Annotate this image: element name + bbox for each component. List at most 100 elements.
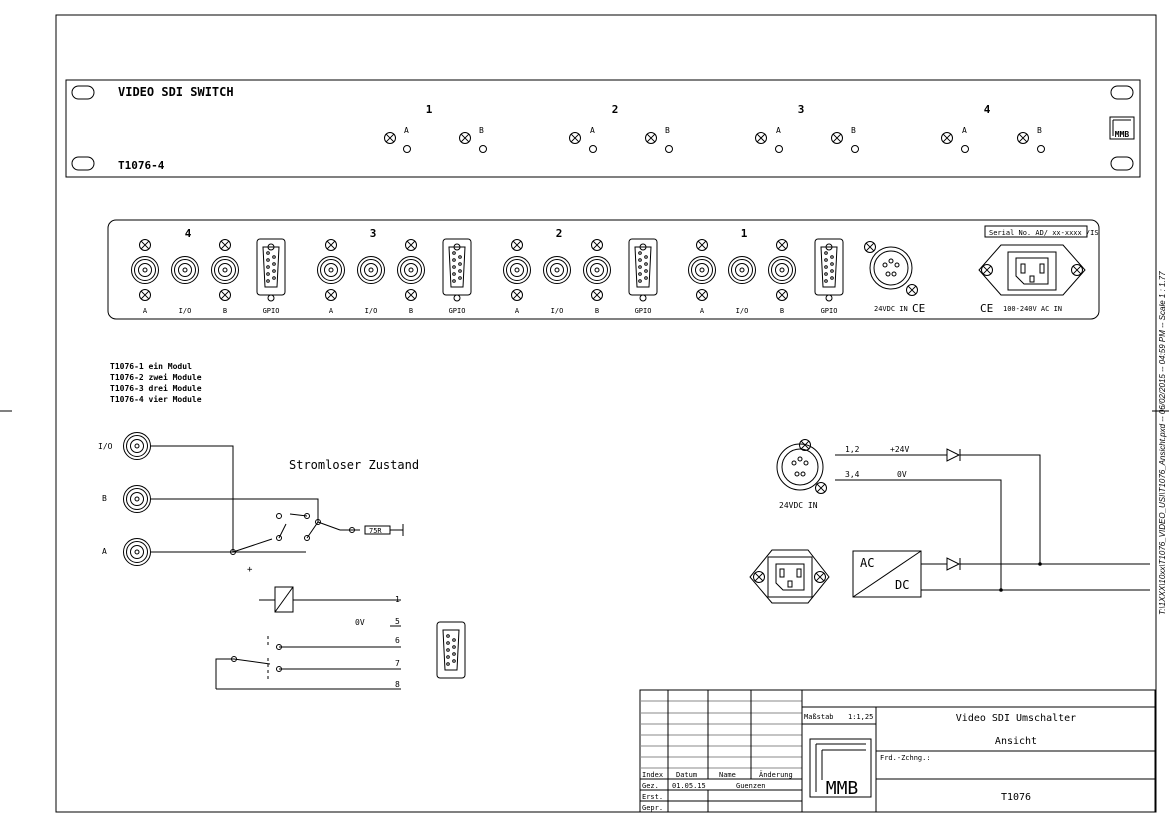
led-label-b: B: [479, 126, 484, 135]
channel-number: 2: [612, 103, 619, 116]
svg-text:B: B: [595, 307, 599, 315]
bnc-io: [171, 256, 199, 284]
svg-text:75R: 75R: [369, 527, 382, 535]
svg-text:Gez.: Gez.: [642, 782, 659, 790]
serial-number: Serial No. AD/ xx-xxxx /IS: [989, 229, 1099, 237]
svg-text:A: A: [515, 307, 520, 315]
rear-module-3: 3 A I/O B GPIO: [317, 227, 472, 315]
svg-text:I/O: I/O: [551, 307, 564, 315]
svg-text:+24V: +24V: [890, 445, 909, 454]
svg-text:B: B: [409, 307, 413, 315]
svg-text:A: A: [102, 547, 107, 556]
power-schematic: 24VDC IN 1,2 +24V 3,4 0V AC DC: [749, 439, 1150, 604]
switch-schematic: I/O B A Stromloser Zustand 75R + 0V 1 5 …: [98, 432, 466, 690]
file-path: T:\1XXX\10xx\T1076_VIDEO_USI\T1076_Ansic…: [1158, 271, 1167, 615]
svg-text:B: B: [102, 494, 107, 503]
svg-text:I/O: I/O: [736, 307, 749, 315]
svg-text:1,2: 1,2: [845, 445, 860, 454]
front-model: T1076-4: [118, 159, 165, 172]
svg-text:Erst.: Erst.: [642, 793, 663, 801]
svg-text:Frd.-Zchng.:: Frd.-Zchng.:: [880, 754, 931, 762]
led-label-a: A: [776, 126, 781, 135]
acdc-converter: AC DC: [852, 550, 922, 598]
svg-text:3,4: 3,4: [845, 470, 860, 479]
rear-module-4: 4 A I/O B GPIO: [131, 227, 286, 315]
svg-text:Name: Name: [719, 771, 736, 779]
svg-text:MMB: MMB: [826, 778, 859, 799]
svg-text:GPIO: GPIO: [449, 307, 466, 315]
svg-text:GPIO: GPIO: [821, 307, 838, 315]
svg-text:Index: Index: [642, 771, 663, 779]
drawing-number: T1076: [1001, 792, 1031, 803]
svg-text:A: A: [329, 307, 334, 315]
svg-text:CE: CE: [980, 302, 993, 315]
company-logo: MMB: [809, 738, 872, 799]
front-title: VIDEO SDI SWITCH: [118, 85, 234, 99]
front-channel-1: 1 A B: [384, 103, 487, 153]
front-channel-4: 4 A B: [941, 103, 1045, 153]
led-label-a: A: [962, 126, 967, 135]
svg-text:AC: AC: [860, 556, 874, 570]
svg-text:1: 1: [395, 595, 400, 604]
svg-text:T1076-4 vier Module: T1076-4 vier Module: [110, 394, 202, 404]
channel-number: 3: [798, 103, 805, 116]
svg-text:B: B: [780, 307, 784, 315]
drawing-border: [55, 14, 1157, 813]
svg-text:0V: 0V: [355, 618, 365, 627]
state-label: Stromloser Zustand: [289, 458, 419, 472]
svg-text:5: 5: [395, 617, 400, 626]
led-label-a: A: [404, 126, 409, 135]
svg-text:I/O: I/O: [179, 307, 192, 315]
svg-text:Gepr.: Gepr.: [642, 804, 663, 812]
module-number: 1: [741, 227, 748, 240]
rear-dc-input: 24VDC IN CE: [864, 241, 925, 315]
svg-text:GPIO: GPIO: [263, 307, 280, 315]
led-label-b: B: [665, 126, 670, 135]
svg-text:Guenzen: Guenzen: [736, 782, 766, 790]
module-number: 3: [370, 227, 377, 240]
svg-text:8: 8: [395, 680, 400, 689]
module-number: 2: [556, 227, 563, 240]
led-label-b: B: [1037, 126, 1042, 135]
svg-text:1:1,25: 1:1,25: [848, 713, 873, 721]
svg-text:01.05.15: 01.05.15: [672, 782, 706, 790]
rear-panel: 4 A I/O B GPIO 3 A I/O B GPIO: [107, 219, 1100, 320]
svg-text:T1076-3 drei Module: T1076-3 drei Module: [110, 383, 202, 393]
module-number: 4: [185, 227, 192, 240]
svg-text:6: 6: [395, 636, 400, 645]
bnc-b: [211, 256, 239, 284]
svg-text:DC: DC: [895, 578, 909, 592]
svg-text:I/O: I/O: [98, 442, 113, 451]
channel-number: 1: [426, 103, 433, 116]
drawing-subtitle: Ansicht: [995, 736, 1037, 747]
drawing-title: Video SDI Umschalter: [956, 713, 1076, 724]
rear-module-2: 2 A I/O B GPIO: [503, 227, 658, 315]
serial-plate: [984, 225, 1088, 238]
svg-text:GPIO: GPIO: [635, 307, 652, 315]
front-logo: MMB: [1109, 116, 1135, 140]
ac-inlet: [749, 549, 830, 604]
variants-list: T1076-1 ein Modul T1076-2 zwei Module T1…: [110, 361, 202, 404]
rear-module-1: 1 A I/O B GPIO: [688, 227, 844, 315]
svg-text:A: A: [143, 307, 148, 315]
front-panel: VIDEO SDI SWITCH T1076-4 1 A B 2 A B 3 A…: [65, 79, 1141, 178]
svg-text:7: 7: [395, 659, 400, 668]
svg-text:24VDC IN: 24VDC IN: [779, 501, 818, 510]
led-label-b: B: [851, 126, 856, 135]
svg-text:I/O: I/O: [365, 307, 378, 315]
bnc-a: [131, 256, 159, 284]
svg-text:Änderung: Änderung: [759, 770, 793, 779]
front-channel-2: 2 A B: [569, 103, 673, 153]
svg-text:Maßstab: Maßstab: [804, 713, 834, 721]
svg-text:0V: 0V: [897, 470, 907, 479]
front-channel-3: 3 A B: [755, 103, 859, 153]
svg-text:B: B: [223, 307, 227, 315]
led-label-a: A: [590, 126, 595, 135]
title-block: Index Datum Name Änderung Gez. 01.05.15 …: [639, 689, 1156, 813]
svg-text:CE: CE: [912, 302, 925, 315]
svg-text:+: +: [247, 565, 253, 575]
svg-text:T1076-2 zwei Module: T1076-2 zwei Module: [110, 372, 202, 382]
svg-text:24VDC IN: 24VDC IN: [874, 305, 908, 313]
svg-text:Datum: Datum: [676, 771, 697, 779]
